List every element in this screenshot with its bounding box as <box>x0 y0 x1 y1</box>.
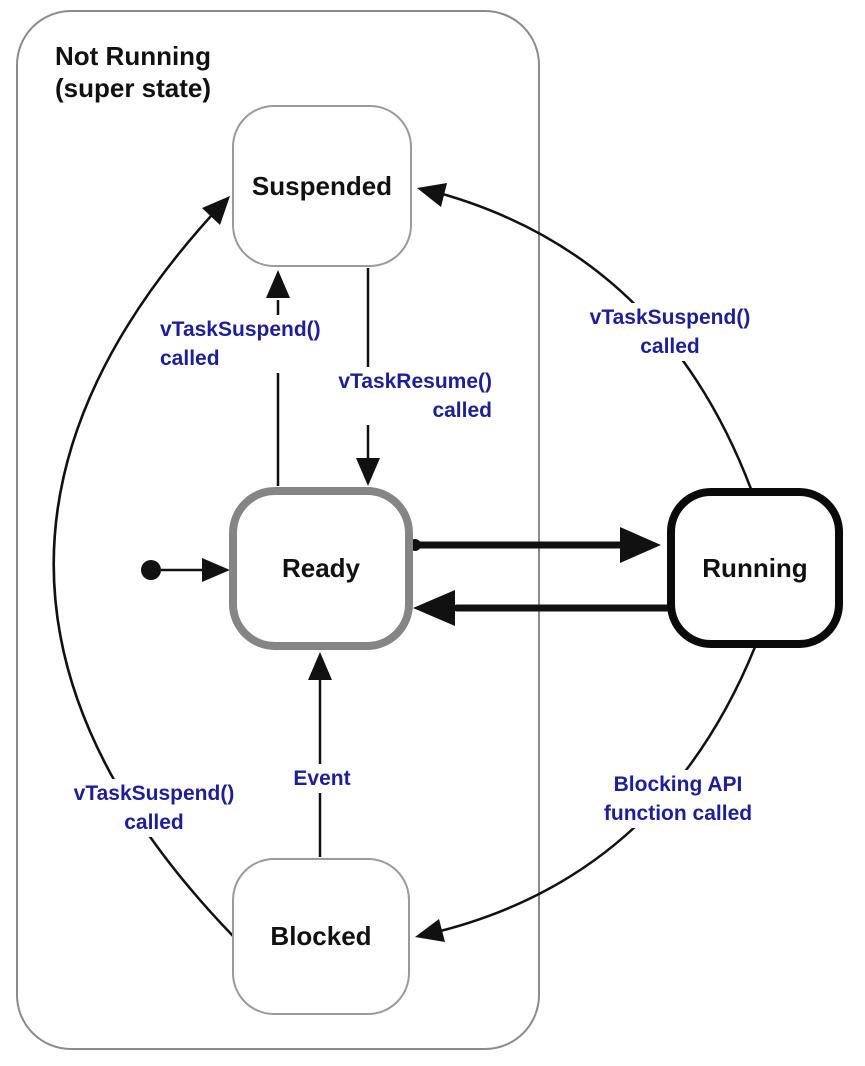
label-line: vTaskResume() <box>338 370 492 393</box>
label-line: called <box>432 399 492 422</box>
state-blocked: Blocked <box>232 858 410 1015</box>
label-line: Event <box>293 767 351 790</box>
label-line: called <box>160 347 220 370</box>
arrow-ready-to-running <box>409 527 661 563</box>
label-line: function called <box>603 802 753 825</box>
label-running-to-blocked: Blocking API function called <box>592 770 764 828</box>
superstate-title-line1: Not Running <box>55 41 211 71</box>
superstate-title: Not Running (super state) <box>55 40 211 104</box>
label-blocked-to-suspended: vTaskSuspend() called <box>58 779 250 837</box>
initial-state-arrow <box>141 558 230 582</box>
label-line: called <box>640 335 700 358</box>
label-line: called <box>124 811 184 834</box>
state-running: Running <box>667 488 843 648</box>
state-ready-label: Ready <box>281 553 361 583</box>
not-running-superstate <box>16 10 540 1050</box>
label-line: vTaskSuspend() <box>589 306 751 329</box>
label-suspended-to-ready: vTaskResume() called <box>298 367 492 425</box>
label-line: Blocking API <box>613 773 743 796</box>
state-suspended: Suspended <box>232 105 412 267</box>
state-blocked-label: Blocked <box>270 921 372 951</box>
label-blocked-to-ready: Event <box>289 764 355 793</box>
label-ready-to-suspended: vTaskSuspend() called <box>160 315 350 373</box>
label-line: vTaskSuspend() <box>73 782 235 805</box>
arrow-running-to-suspended <box>417 183 753 490</box>
state-running-label: Running <box>702 552 808 583</box>
arrow-running-to-ready <box>413 590 671 626</box>
arrow-running-to-blocked <box>415 646 757 942</box>
state-suspended-label: Suspended <box>251 170 393 201</box>
label-running-to-suspended: vTaskSuspend() called <box>572 303 768 361</box>
state-ready: Ready <box>229 487 413 650</box>
label-line: vTaskSuspend() <box>160 318 321 341</box>
arrow-blocked-to-ready <box>308 652 332 857</box>
arrow-ready-to-suspended <box>266 270 290 486</box>
superstate-title-line2: (super state) <box>55 73 212 103</box>
arrow-suspended-to-ready <box>356 268 380 486</box>
initial-state-dot <box>141 560 161 580</box>
